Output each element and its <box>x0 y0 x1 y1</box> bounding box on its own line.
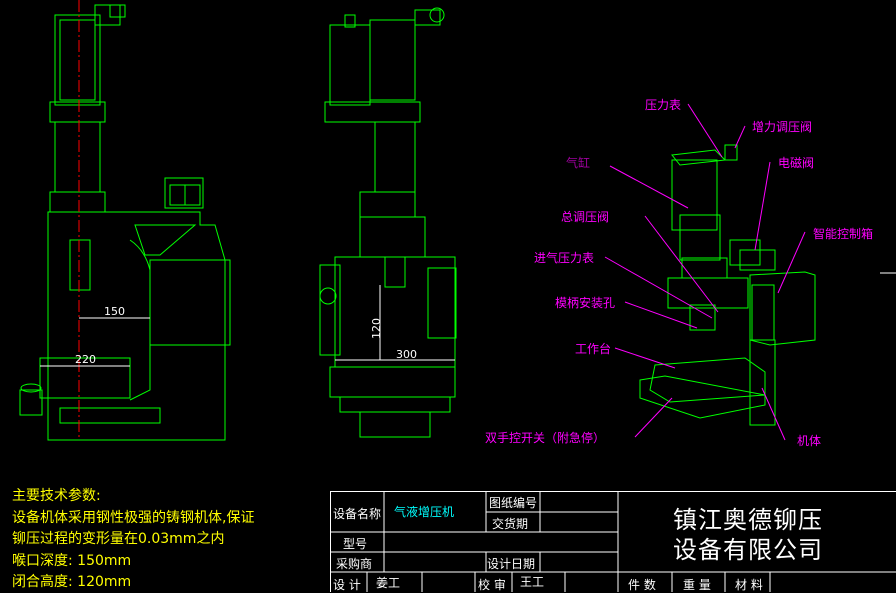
callout-control-box: 智能控制箱 <box>813 225 873 242</box>
designer: 姜工 <box>376 574 400 591</box>
weight-label: 重 量 <box>683 576 711 593</box>
qty-label: 件 数 <box>628 576 656 593</box>
company-line2: 设备有限公司 <box>673 530 823 565</box>
front-view <box>20 5 230 440</box>
callout-solenoid: 电磁阀 <box>778 154 814 171</box>
equipment-name-label: 设备名称 <box>333 505 381 522</box>
spec-title: 主要技术参数: <box>12 485 101 505</box>
spec-line3: 喉口深度: 150mm <box>12 550 131 570</box>
spec-line4: 闭合高度: 120mm <box>12 571 131 591</box>
reviewer-label: 校 审 <box>478 576 506 593</box>
callout-worktable: 工作台 <box>575 340 611 357</box>
side-dimensions <box>335 285 455 360</box>
spec-line1: 设备机体采用钢性极强的铸钢机体,保证 <box>12 507 254 527</box>
purchaser-label: 采购商 <box>336 555 372 572</box>
reviewer: 王工 <box>520 573 544 590</box>
designer-label: 设 计 <box>333 576 361 593</box>
callout-die-hole: 模柄安装孔 <box>555 294 615 311</box>
dim-throat: 150 <box>104 305 125 318</box>
delivery-label: 交货期 <box>492 515 528 532</box>
callout-pressure-gauge: 压力表 <box>645 96 681 113</box>
dim-table-width: 220 <box>75 353 96 366</box>
callout-main-regulator: 总调压阀 <box>561 208 609 225</box>
callout-body: 机体 <box>797 432 821 449</box>
dim-side-width: 300 <box>396 348 417 361</box>
equipment-name: 气液增压机 <box>394 503 454 520</box>
design-date-label: 设计日期 <box>487 555 535 572</box>
model-label: 型号 <box>343 535 367 552</box>
callout-inlet-gauge: 进气压力表 <box>534 249 594 266</box>
dim-side-height: 120 <box>370 318 383 339</box>
spec-line2: 铆压过程的变形量在0.03mm之内 <box>12 528 224 548</box>
callout-two-hand-switch: 双手控开关（附急停） <box>485 429 605 446</box>
iso-view <box>640 145 815 425</box>
callout-boost-valve: 增力调压阀 <box>752 118 812 135</box>
drawing-no-label: 图纸编号 <box>489 494 537 511</box>
side-view <box>320 8 456 437</box>
material-label: 材 料 <box>735 576 763 593</box>
callout-cylinder: 气缸 <box>566 154 590 171</box>
